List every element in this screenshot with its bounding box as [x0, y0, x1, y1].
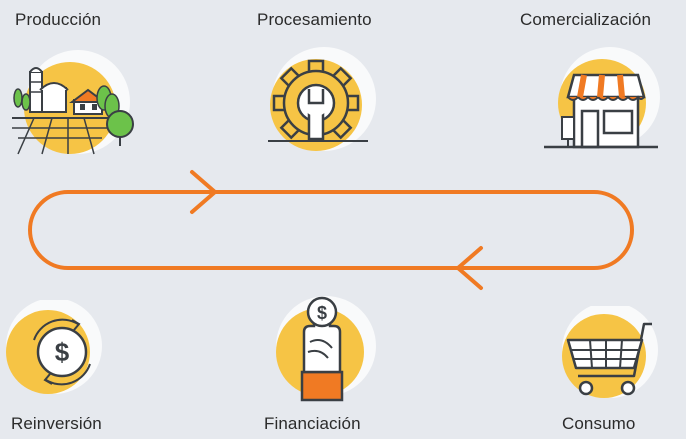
- label-financiacion: Financiación: [264, 414, 361, 433]
- hand-coin-icon: $: [262, 292, 382, 407]
- label-procesamiento: Procesamiento: [257, 10, 372, 29]
- gear-wrench-icon: [258, 45, 378, 160]
- label-produccion: Producción: [15, 10, 102, 29]
- label-consumo: Consumo: [562, 414, 636, 433]
- svg-text:$: $: [55, 337, 70, 367]
- label-reinversion: Reinversión: [11, 414, 102, 433]
- farm-icon: [4, 50, 144, 160]
- dollar-cycle-icon: $: [2, 300, 112, 400]
- storefront-icon: [540, 45, 665, 155]
- svg-text:$: $: [317, 303, 327, 323]
- shopping-cart-icon: [552, 306, 667, 406]
- label-comercializacion: Comercialización: [520, 10, 652, 29]
